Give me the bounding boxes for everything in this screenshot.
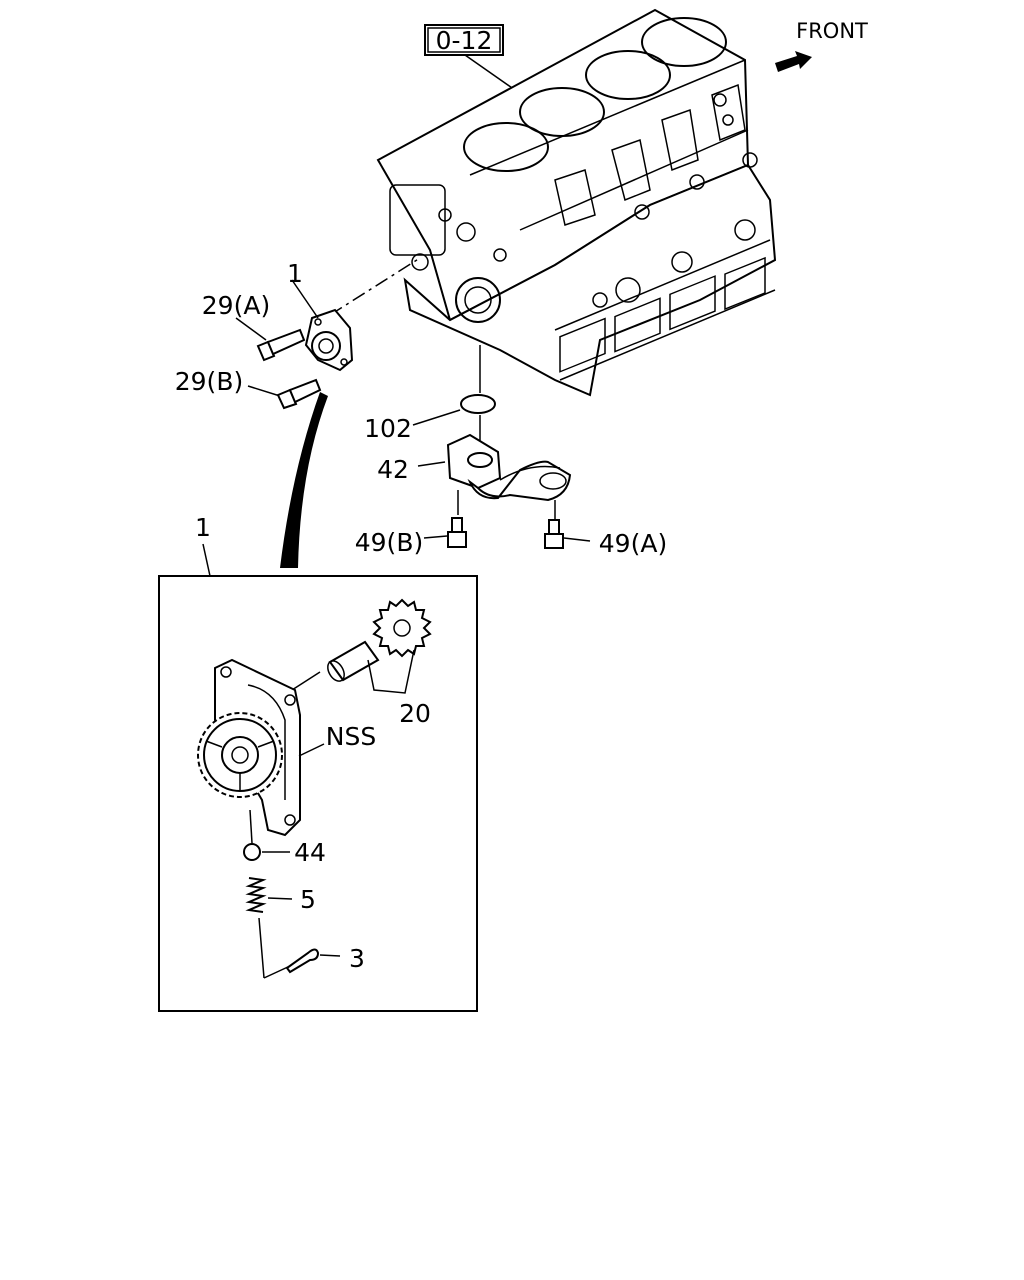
callout-bolt-29a: 29(A) (202, 291, 270, 320)
callout-bolt-49a: 49(A) (599, 529, 667, 558)
front-indicator: FRONT (775, 19, 868, 72)
shaft-gear-20: 20 (291, 598, 432, 728)
callout-strainer-42: 42 (377, 455, 409, 484)
callout-shaft-gear-20: 20 (399, 699, 431, 728)
reference-box: 0-12 (424, 24, 516, 91)
spring-5: 5 (245, 877, 316, 914)
bolt-29b: 29(B) (175, 367, 322, 410)
callout-spring-5: 5 (300, 885, 316, 914)
callout-bolt-29b: 29(B) (175, 367, 243, 396)
bolt-49a: 49(A) (544, 519, 667, 558)
engine-block (376, 8, 777, 397)
detail-callout-arrow (280, 392, 328, 568)
oil-pump-small: 1 (287, 259, 354, 372)
callout-pin-3: 3 (349, 944, 365, 973)
ball-44: 44 (243, 809, 326, 867)
front-label: FRONT (796, 19, 868, 43)
drive-gear (197, 712, 283, 798)
reference-label: 0-12 (436, 26, 493, 55)
oil-strainer-42: 42 (377, 433, 572, 520)
callout-pump-top: 1 (287, 259, 303, 288)
mounting-leader (329, 257, 421, 316)
front-arrow-icon (775, 51, 812, 72)
pump-detail-box: 1 20 NSS (158, 513, 478, 1012)
callout-bolt-49b: 49(B) (355, 528, 423, 557)
pin-3: 3 (258, 917, 365, 979)
callout-pump-detail: 1 (195, 513, 211, 542)
callout-ball-44: 44 (294, 838, 326, 867)
oring-102: 102 (364, 345, 496, 450)
bolt-49b: 49(B) (355, 517, 467, 557)
callout-housing-nss: NSS (326, 722, 376, 751)
callout-oring-102: 102 (364, 414, 412, 443)
bolt-29a: 29(A) (202, 291, 306, 362)
